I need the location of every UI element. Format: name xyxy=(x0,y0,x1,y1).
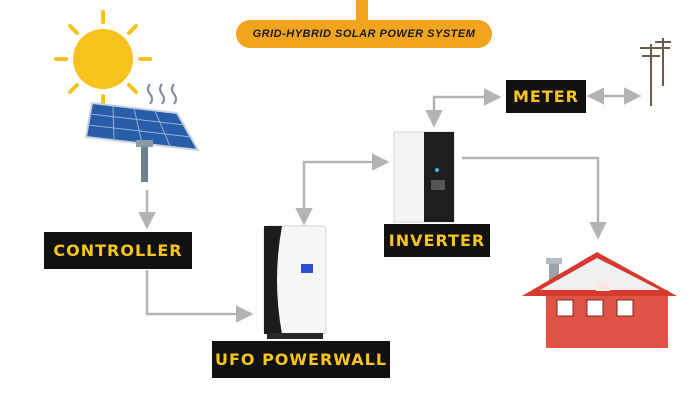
inverter-icon xyxy=(393,131,455,223)
diagram-title: GRID-HYBRID SOLAR POWER SYSTEM xyxy=(236,20,492,48)
controller-label: CONTROLLER xyxy=(44,232,192,269)
utility-pole-icon xyxy=(640,38,671,106)
sun-icon xyxy=(54,10,152,108)
title-connector xyxy=(356,0,368,20)
arrow-inverter-to-house xyxy=(462,156,607,240)
meter-label: METER xyxy=(506,80,586,113)
arrow-inverter-meter xyxy=(425,88,502,128)
house-icon xyxy=(522,252,677,348)
arrow-controller-to-powerwall xyxy=(145,270,254,323)
powerwall-battery-icon xyxy=(263,225,327,339)
arrow-powerwall-inverter xyxy=(295,153,390,226)
heat-waves-icon xyxy=(147,83,177,105)
solar-panel-icon xyxy=(84,101,200,182)
powerwall-label: UFO POWERWALL xyxy=(212,341,390,378)
inverter-label: INVERTER xyxy=(384,224,490,257)
